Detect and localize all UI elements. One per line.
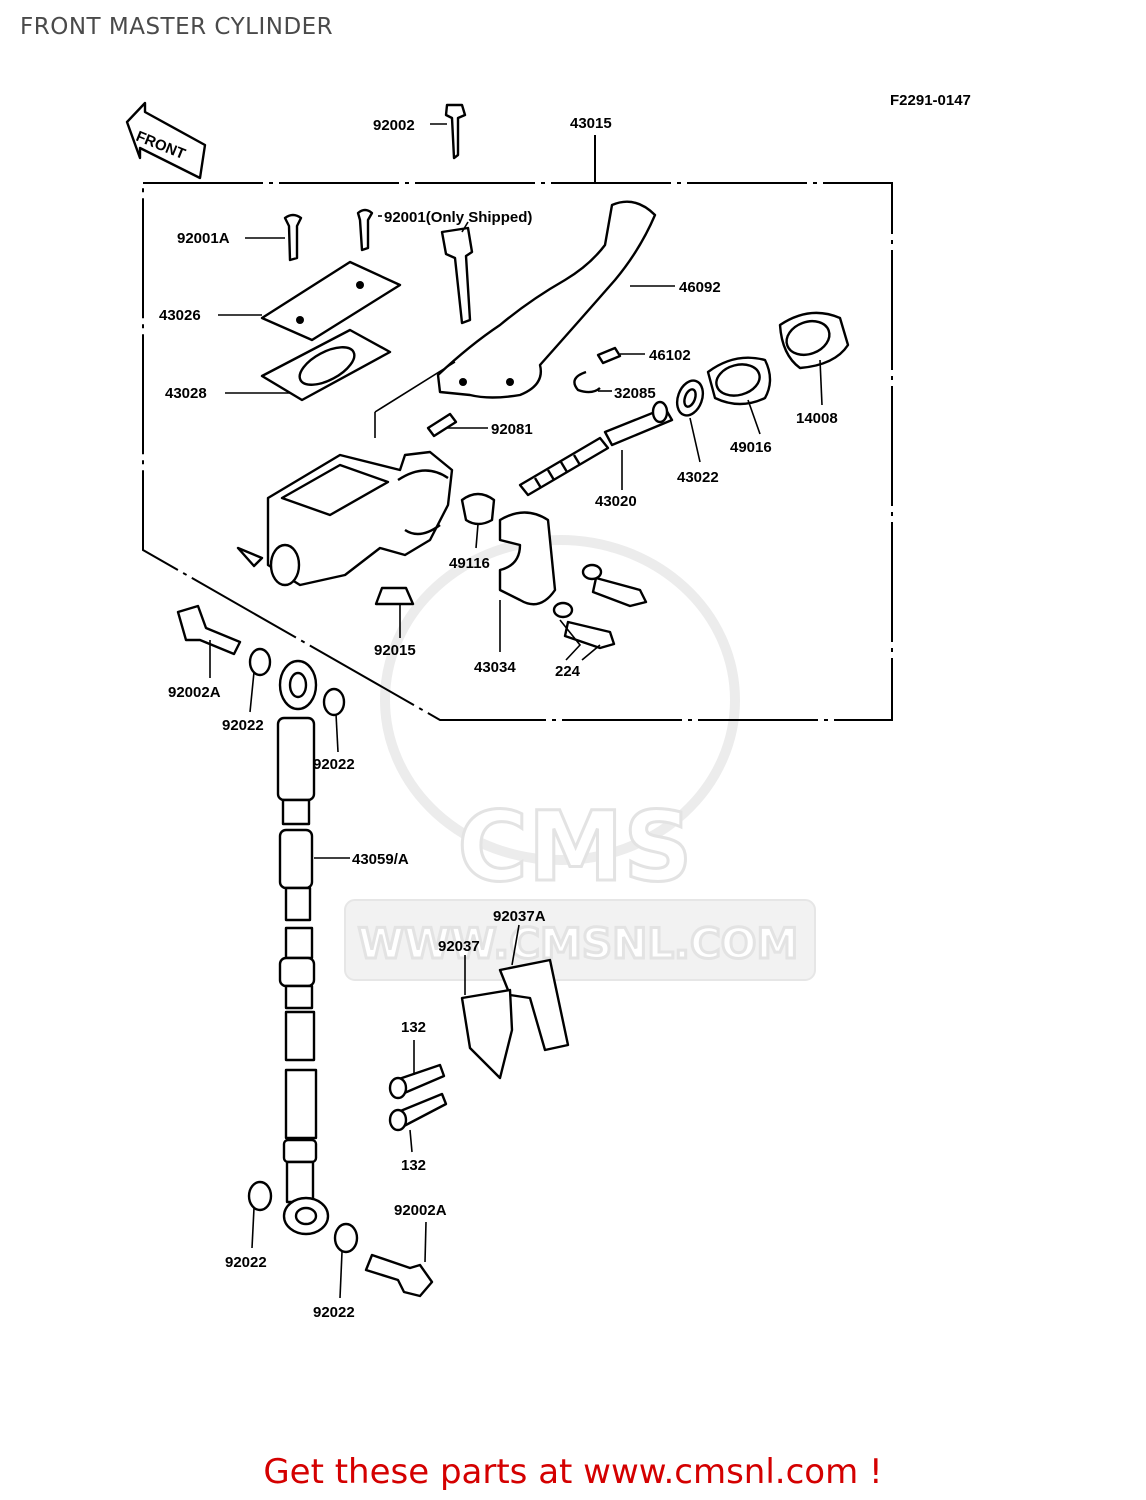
label-46092: 46092 xyxy=(679,279,721,296)
washer-92022-a xyxy=(248,647,272,677)
watermark-logo: CMS xyxy=(457,791,692,903)
clamp-bolt-lower xyxy=(563,620,616,650)
screw-92081 xyxy=(426,412,458,438)
label-92001a: 92001A xyxy=(177,230,230,247)
label-43059a: 43059/A xyxy=(352,851,409,868)
watermark: CMS WWW.CMSNL.COM xyxy=(344,535,816,981)
label-43015: 43015 xyxy=(570,115,612,132)
label-46102: 46102 xyxy=(649,347,691,364)
clamp-bolt-upper xyxy=(591,576,648,608)
label-92081: 92081 xyxy=(491,421,533,438)
label-92002a-top: 92002A xyxy=(168,684,221,701)
diagram-code: F2291-0147 xyxy=(890,92,971,109)
page-title: FRONT MASTER CYLINDER xyxy=(20,14,334,40)
washer-92022-b xyxy=(322,687,346,717)
screw-92001 xyxy=(356,208,374,252)
master-cylinder-body xyxy=(236,450,454,587)
label-92002a-bottom: 92002A xyxy=(394,1202,447,1219)
parts-diagram: CMS WWW.CMSNL.COM F2291-0147 FRONT xyxy=(125,92,971,1321)
part-labels: 92002 43015 92001(Only Shipped) 92001A 4… xyxy=(159,115,838,1321)
pivot-bolt xyxy=(440,226,474,325)
washer-43022 xyxy=(675,379,705,417)
circlip-32085 xyxy=(573,370,601,394)
clamp-43034 xyxy=(498,511,557,606)
cap-92015 xyxy=(374,586,415,606)
brake-hose-43059a xyxy=(276,659,330,1236)
label-43028: 43028 xyxy=(165,385,207,402)
label-224: 224 xyxy=(555,663,581,680)
assembly-outline xyxy=(142,135,893,721)
brake-lever-46092 xyxy=(436,200,657,399)
label-92022-c: 92022 xyxy=(225,1254,267,1271)
banjo-bolt-bottom xyxy=(364,1253,434,1298)
front-arrow-icon: FRONT xyxy=(125,101,207,180)
label-92022-d: 92022 xyxy=(313,1304,355,1321)
label-43026: 43026 xyxy=(159,307,201,324)
banjo-bolt-top xyxy=(176,604,242,656)
label-14008: 14008 xyxy=(796,410,838,427)
bracket-92037 xyxy=(460,988,514,1080)
watermark-url: WWW.CMSNL.COM xyxy=(358,919,799,968)
label-92001: 92001(Only Shipped) xyxy=(384,209,532,226)
diaphragm-43028 xyxy=(260,328,392,402)
piston-43020 xyxy=(518,400,674,497)
label-92002: 92002 xyxy=(373,117,415,134)
label-43034: 43034 xyxy=(474,659,516,676)
label-49116: 49116 xyxy=(449,555,490,572)
label-43022: 43022 xyxy=(677,469,719,486)
label-49016: 49016 xyxy=(730,439,772,456)
label-92015: 92015 xyxy=(374,642,416,659)
label-92022-b: 92022 xyxy=(313,756,355,773)
label-132-top: 132 xyxy=(401,1019,426,1036)
leader-lines xyxy=(209,123,823,1299)
bolt-92002 xyxy=(444,103,467,160)
screw-92001a xyxy=(283,213,303,262)
screw-46102 xyxy=(596,346,622,365)
promo-link[interactable]: Get these parts at www.cmsnl.com ! xyxy=(263,1452,883,1492)
washer-92022-d xyxy=(333,1222,359,1254)
label-92022-a: 92022 xyxy=(222,717,264,734)
washer-92022-c xyxy=(247,1180,273,1212)
reservoir-cap-43026 xyxy=(260,260,402,342)
label-92037: 92037 xyxy=(438,938,480,955)
seal-49116 xyxy=(460,492,496,526)
label-92037a: 92037A xyxy=(493,908,546,925)
label-32085: 32085 xyxy=(614,385,656,402)
label-43020: 43020 xyxy=(595,493,637,510)
label-132-bottom: 132 xyxy=(401,1157,426,1174)
